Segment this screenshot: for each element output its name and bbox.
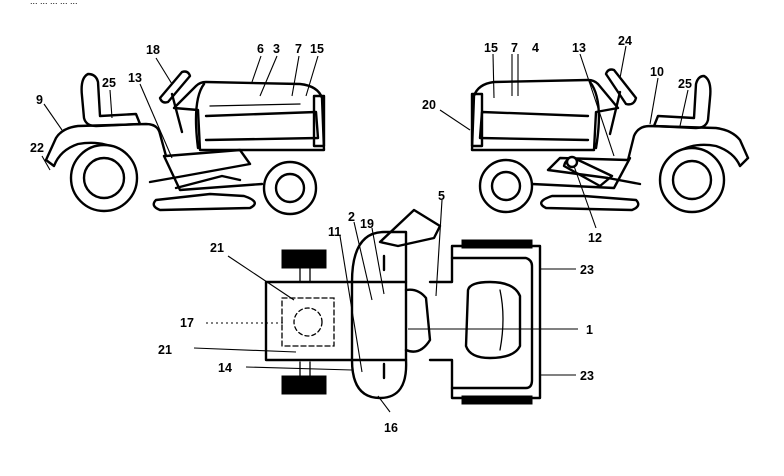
callout-21-upper: 21 xyxy=(210,241,224,255)
left-mower-deck xyxy=(152,192,256,212)
top-hood xyxy=(428,244,542,400)
callout-15: 15 xyxy=(310,42,324,56)
right-steering-wheel xyxy=(604,68,638,106)
callout-19: 19 xyxy=(360,217,374,231)
callout-17: 17 xyxy=(180,316,194,330)
callout-5: 5 xyxy=(438,189,445,203)
callout-6: 6 xyxy=(257,42,264,56)
top-front-tire-upper xyxy=(461,239,533,249)
callout-14: 14 xyxy=(218,361,232,375)
callout-10: 10 xyxy=(650,65,664,79)
callout-7-right: 7 xyxy=(511,41,518,55)
callout-18: 18 xyxy=(146,43,160,57)
callout-4: 4 xyxy=(532,41,539,55)
right-mower-deck xyxy=(540,194,640,212)
callout-1: 1 xyxy=(586,323,593,337)
callout-25-right: 25 xyxy=(678,77,692,91)
callout-13: 13 xyxy=(128,71,142,85)
callout-labels: 18 6 3 7 15 9 25 13 22 15 7 4 13 24 20 1… xyxy=(30,34,692,435)
left-side-view xyxy=(44,70,326,216)
top-front-tire-lower xyxy=(461,395,533,405)
header-text: ... ... ... ... ... xyxy=(30,0,78,6)
top-steering xyxy=(378,208,442,248)
callout-13-right: 13 xyxy=(572,41,586,55)
right-side-view xyxy=(470,68,750,214)
top-seat-outline xyxy=(281,297,335,347)
callout-2: 2 xyxy=(348,210,355,224)
callout-22: 22 xyxy=(30,141,44,155)
top-grille xyxy=(464,280,522,360)
top-rear-tire-upper xyxy=(281,249,327,269)
callout-11: 11 xyxy=(328,225,341,239)
callout-20: 20 xyxy=(422,98,436,112)
left-steering-wheel xyxy=(158,70,192,104)
callout-24: 24 xyxy=(618,34,632,48)
callout-25: 25 xyxy=(102,76,116,90)
callout-12: 12 xyxy=(588,231,602,245)
callout-9: 9 xyxy=(36,93,43,107)
top-view xyxy=(264,208,542,405)
left-rear-fender xyxy=(44,122,252,184)
callout-3: 3 xyxy=(273,42,280,56)
callout-7: 7 xyxy=(295,42,302,56)
callout-15-right: 15 xyxy=(484,41,498,55)
callout-23-lower: 23 xyxy=(580,369,594,383)
callout-23-upper: 23 xyxy=(580,263,594,277)
right-rear-fender xyxy=(546,124,750,186)
top-rear-body xyxy=(264,280,354,362)
callout-21-lower: 21 xyxy=(158,343,172,357)
leader-lines xyxy=(41,45,689,413)
left-hood xyxy=(172,80,326,152)
top-rear-tire-lower xyxy=(281,375,327,395)
callout-16: 16 xyxy=(384,421,398,435)
